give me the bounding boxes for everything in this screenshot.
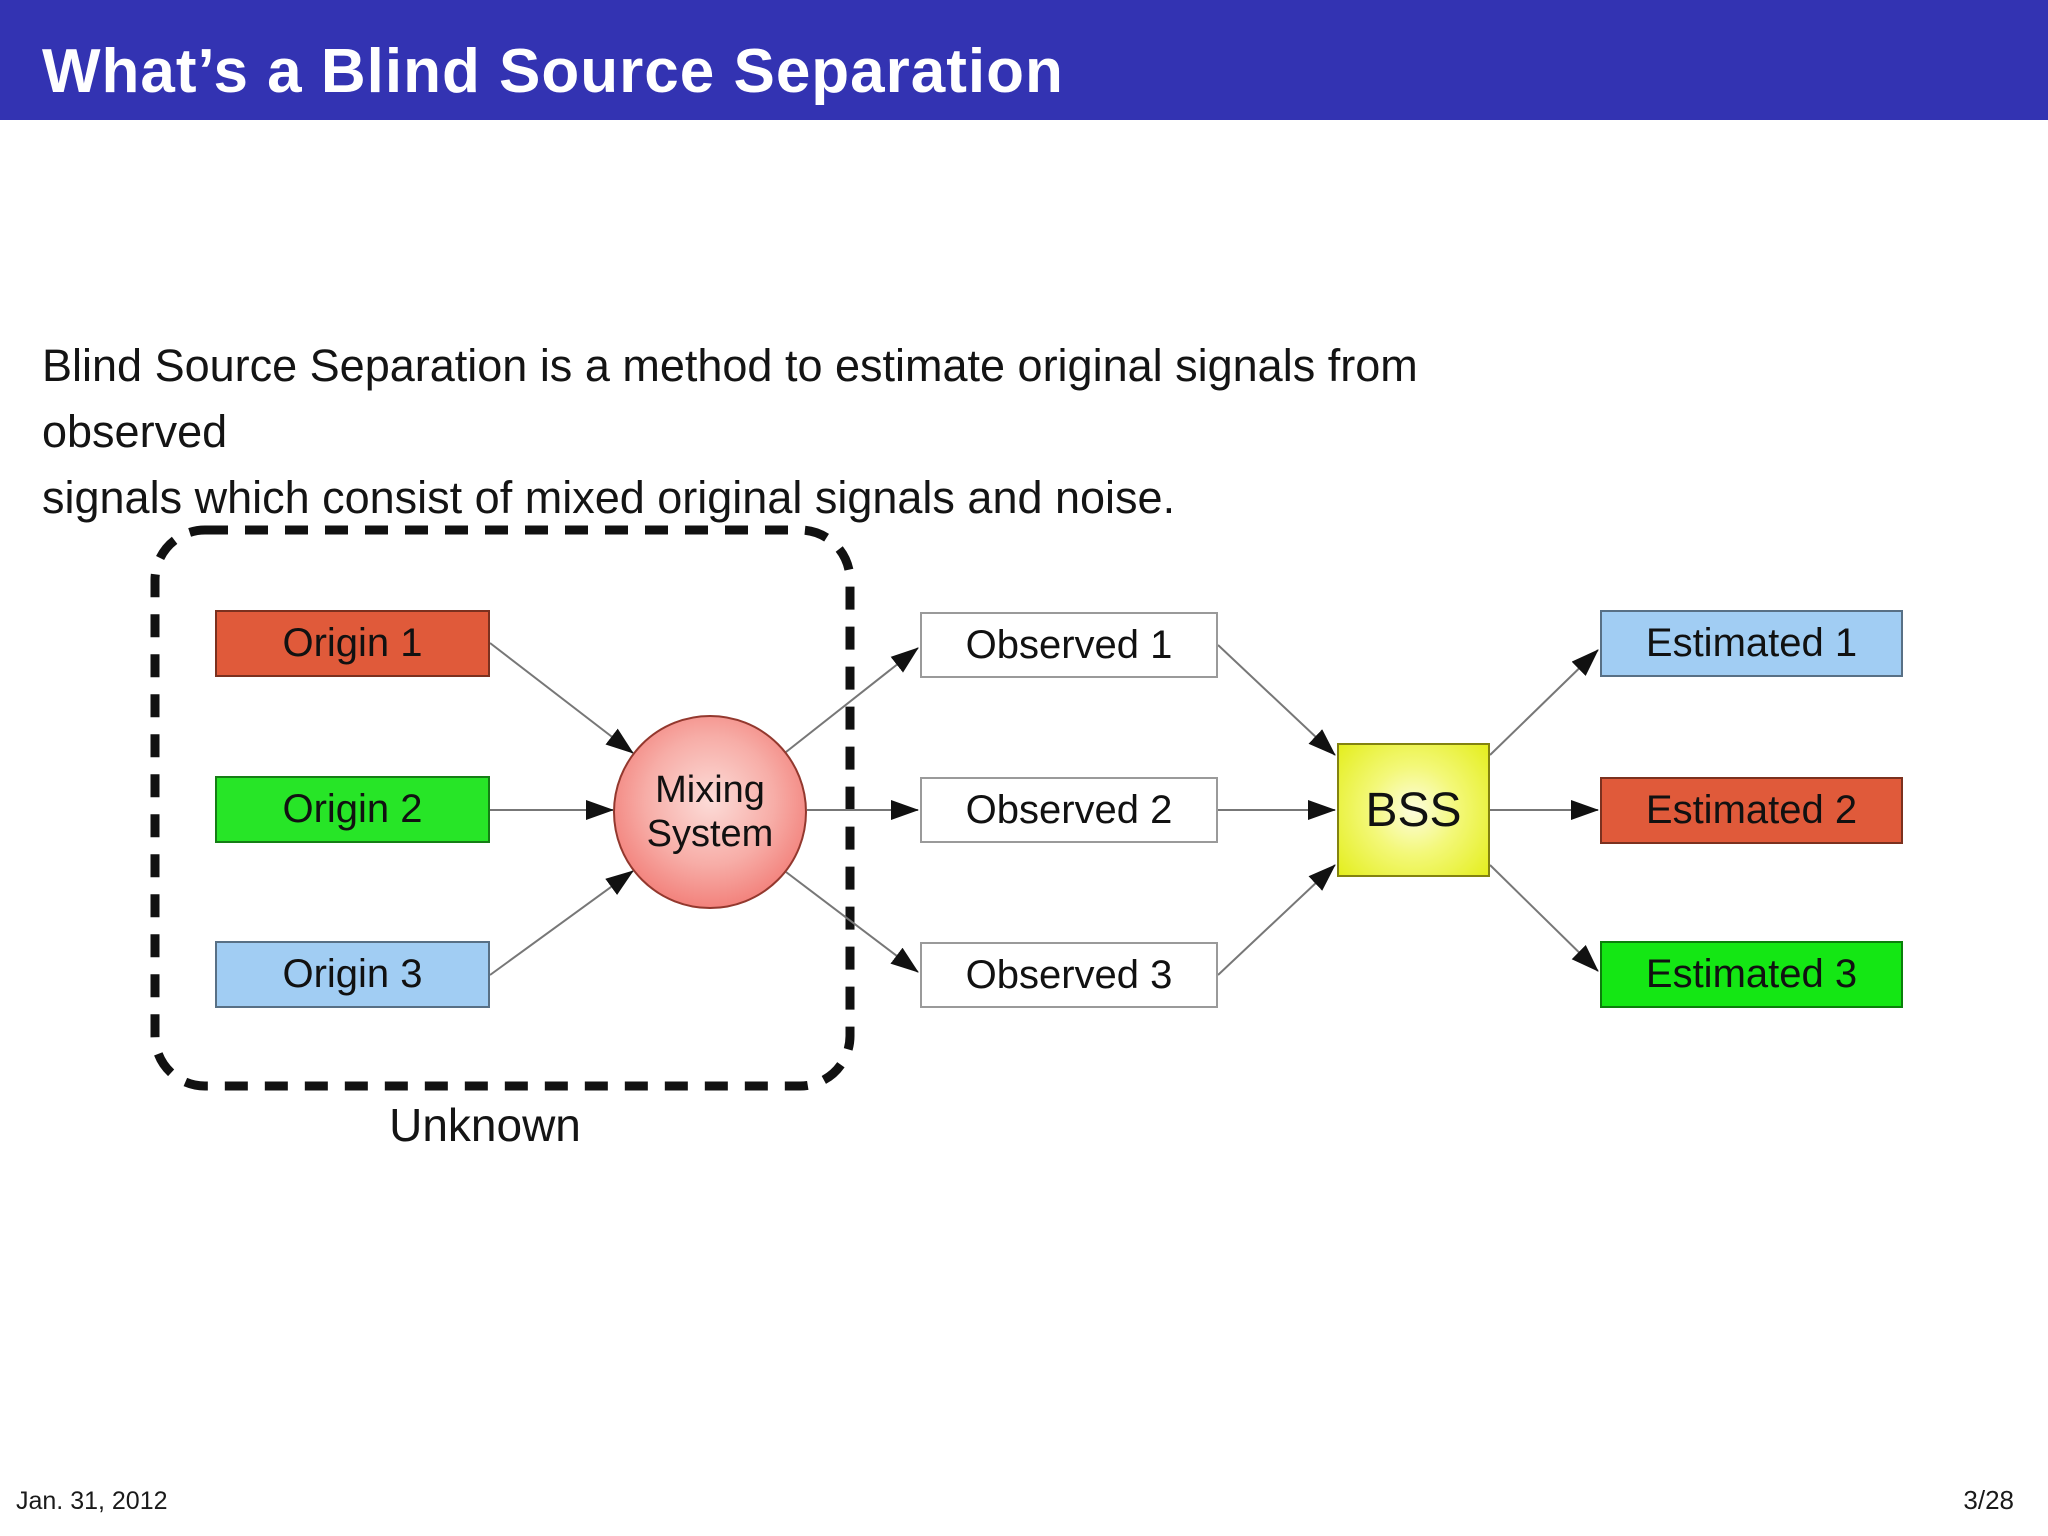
body-text-line-2: signals which consist of mixed original … [42,472,1176,523]
mixing-system-node: Mixing System [613,715,807,909]
estimated-3-box: Estimated 3 [1600,941,1903,1008]
bss-node: BSS [1337,743,1490,877]
observed-3-label: Observed 3 [965,952,1173,997]
arrow-bss-to-estimated3 [1489,864,1599,972]
estimated-2-label: Estimated 2 [1645,788,1858,832]
estimated-1-box: Estimated 1 [1600,610,1903,677]
observed-2-box: Observed 2 [920,777,1218,843]
arrow-origin3-to-mixing [489,870,634,976]
arrow-origin1-to-mixing [489,642,634,754]
origin-2-label: Origin 2 [282,787,423,831]
mixing-system-label-line2: System [646,813,774,855]
arrow-observed1-to-bss [1217,644,1336,756]
origin-1-label: Origin 1 [282,621,423,665]
arrow-mixing-to-observed1 [785,647,919,753]
mixing-system-label-line1: Mixing [655,769,765,811]
body-text: Blind Source Separation is a method to e… [42,333,1602,531]
origin-3-box: Origin 3 [215,941,490,1008]
origin-2-box: Origin 2 [215,776,490,843]
observed-1-label: Observed 1 [965,622,1173,667]
unknown-dashed-boundary [150,525,855,1091]
arrow-observed3-to-bss [1217,864,1336,976]
bss-label: BSS [1365,783,1462,837]
slide-title: What’s a Blind Source Separation [42,37,1064,106]
estimated-1-label: Estimated 1 [1645,621,1858,665]
footer-page-number: 3/28 [1963,1485,2014,1515]
estimated-3-label: Estimated 3 [1645,952,1858,996]
estimated-2-box: Estimated 2 [1600,777,1903,844]
observed-2-label: Observed 2 [965,787,1173,832]
arrow-mixing-to-observed3 [785,871,919,973]
footer-date: Jan. 31, 2012 [16,1487,168,1515]
body-text-line-1: Blind Source Separation is a method to e… [42,340,1418,457]
title-bar: What’s a Blind Source Separation [0,0,2048,120]
origin-1-box: Origin 1 [215,610,490,677]
observed-1-box: Observed 1 [920,612,1218,678]
origin-3-label: Origin 3 [282,952,423,996]
arrow-bss-to-estimated1 [1489,649,1599,756]
observed-3-box: Observed 3 [920,942,1218,1008]
unknown-label: Unknown [389,1099,581,1151]
